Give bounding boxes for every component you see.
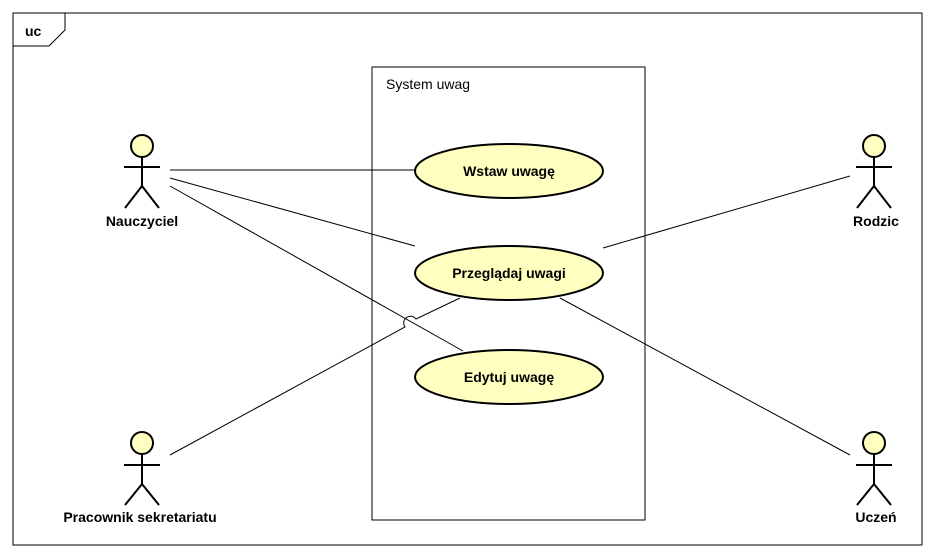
associations: [169, 169, 851, 456]
frame-label: uc: [25, 23, 42, 39]
actor-pracownik[interactable]: Pracownik sekretariatu: [63, 431, 217, 525]
actor-label: Uczeń: [855, 509, 896, 525]
actor-label: Pracownik sekretariatu: [63, 509, 216, 525]
actor-icon: [124, 134, 160, 209]
assoc-rodzic-przegladaj[interactable]: [602, 175, 851, 249]
actor-rodzic[interactable]: Rodzic: [853, 134, 899, 229]
actor-label: Rodzic: [853, 213, 899, 229]
use-case-label: Przeglądaj uwagi: [452, 265, 566, 281]
use-case-wstaw[interactable]: Wstaw uwagę: [414, 143, 604, 199]
actor-icon: [856, 431, 892, 506]
assoc-nauczyciel-edytuj[interactable]: [169, 185, 464, 352]
assoc-pracownik-przegladaj[interactable]: [169, 297, 461, 456]
assoc-nauczyciel-przegladaj[interactable]: [169, 177, 416, 247]
assoc-uczen-przegladaj[interactable]: [559, 297, 851, 456]
actor-nauczyciel[interactable]: Nauczyciel: [106, 134, 178, 229]
use-case-przegladaj[interactable]: Przeglądaj uwagi: [414, 245, 604, 301]
actor-uczen[interactable]: Uczeń: [855, 431, 897, 525]
actor-label: Nauczyciel: [106, 213, 178, 229]
use-case-label: Edytuj uwagę: [464, 369, 554, 385]
use-case-label: Wstaw uwagę: [463, 163, 555, 179]
actor-icon: [124, 431, 160, 506]
actor-icon: [856, 134, 892, 209]
use-case-edytuj[interactable]: Edytuj uwagę: [414, 349, 604, 405]
system-label: System uwag: [386, 76, 470, 92]
